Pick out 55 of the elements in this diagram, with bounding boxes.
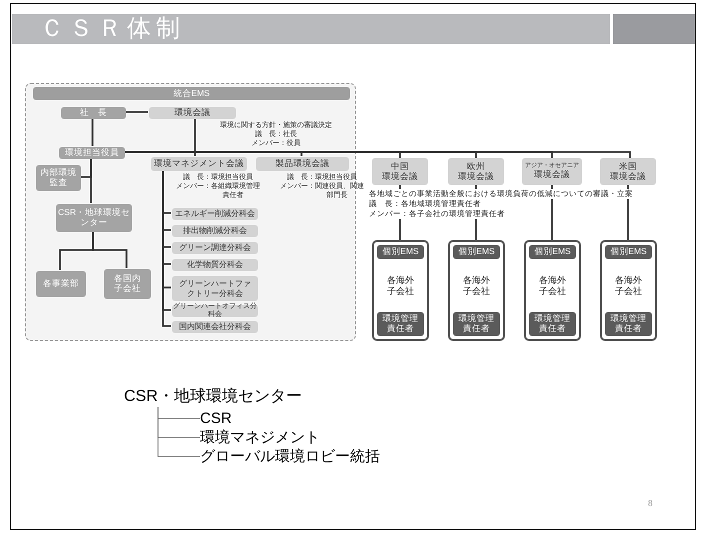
ems-label: 個別EMS	[453, 245, 500, 259]
council-name: 環境会議	[382, 172, 418, 182]
council-box: 国内関連会社分科会	[172, 321, 258, 333]
region-name: 欧州	[467, 162, 485, 172]
ems-card	[600, 240, 657, 341]
org-box: 各事業部	[36, 271, 86, 297]
ems-label: 個別EMS	[529, 245, 576, 259]
council-name: 環境会議	[458, 172, 494, 182]
council-box: 環境マネジメント会議	[151, 157, 247, 171]
council-box	[600, 158, 656, 185]
council-box: 化学物質分科会	[172, 259, 258, 271]
tree-item: CSR	[200, 409, 260, 428]
connector-line	[90, 158, 92, 203]
connector-line	[92, 118, 94, 146]
ems-label: 個別EMS	[605, 245, 652, 259]
page-number: 8	[648, 498, 654, 510]
org-box: CSR・地球環境センター	[56, 204, 132, 232]
tree-item: グローバル環境ロビー統括	[200, 447, 400, 466]
tree-item: 環境マネジメント	[200, 428, 340, 447]
subsidiary-text: 各海外子会社	[462, 275, 490, 296]
council-name: 環境会議	[610, 172, 646, 182]
ems-card	[448, 240, 505, 341]
org-box: 環境担当役員	[59, 147, 125, 159]
subsidiary-text: 各海外子会社	[614, 275, 642, 296]
council-box: グリーンハートファクトリー分科会	[172, 276, 258, 301]
manager-band: 環境管理責任者	[453, 312, 500, 336]
org-box: 内部環境監査	[36, 165, 81, 191]
subsidiary-text: 各海外子会社	[538, 275, 566, 296]
council-box: 排出物削減分科会	[172, 225, 258, 237]
tree-item: CSR・地球環境センター	[124, 387, 344, 407]
ems-label: 個別EMS	[377, 245, 424, 259]
connector-line	[125, 111, 148, 113]
council-box: エネルギー削減分科会	[172, 208, 258, 220]
title-text: ＣＳＲ体制	[40, 14, 185, 44]
manager-band: 環境管理責任者	[377, 312, 424, 336]
ems-card	[524, 240, 581, 341]
manager-band: 環境管理責任者	[529, 312, 576, 336]
council-box	[448, 158, 504, 185]
council-box	[372, 158, 428, 185]
region-name: 中国	[391, 162, 409, 172]
council-name: 環境会議	[534, 170, 570, 180]
connector-line	[194, 118, 196, 156]
manager-band: 環境管理責任者	[605, 312, 652, 336]
org-box: 各国内子会社	[104, 269, 151, 299]
ems-card	[372, 240, 429, 341]
council-box: グリーン調達分科会	[172, 242, 258, 254]
council-box: 環境会議	[149, 107, 236, 119]
tree-line	[158, 406, 200, 457]
heading-band: 統合EMS	[33, 87, 350, 100]
region-name: 米国	[619, 162, 637, 172]
connector-line	[92, 231, 128, 268]
council-box: 製品環境会議	[256, 157, 349, 171]
subsidiary-text: 各海外子会社	[386, 275, 414, 296]
council-box	[522, 158, 582, 185]
org-box: 社 長	[61, 107, 126, 119]
